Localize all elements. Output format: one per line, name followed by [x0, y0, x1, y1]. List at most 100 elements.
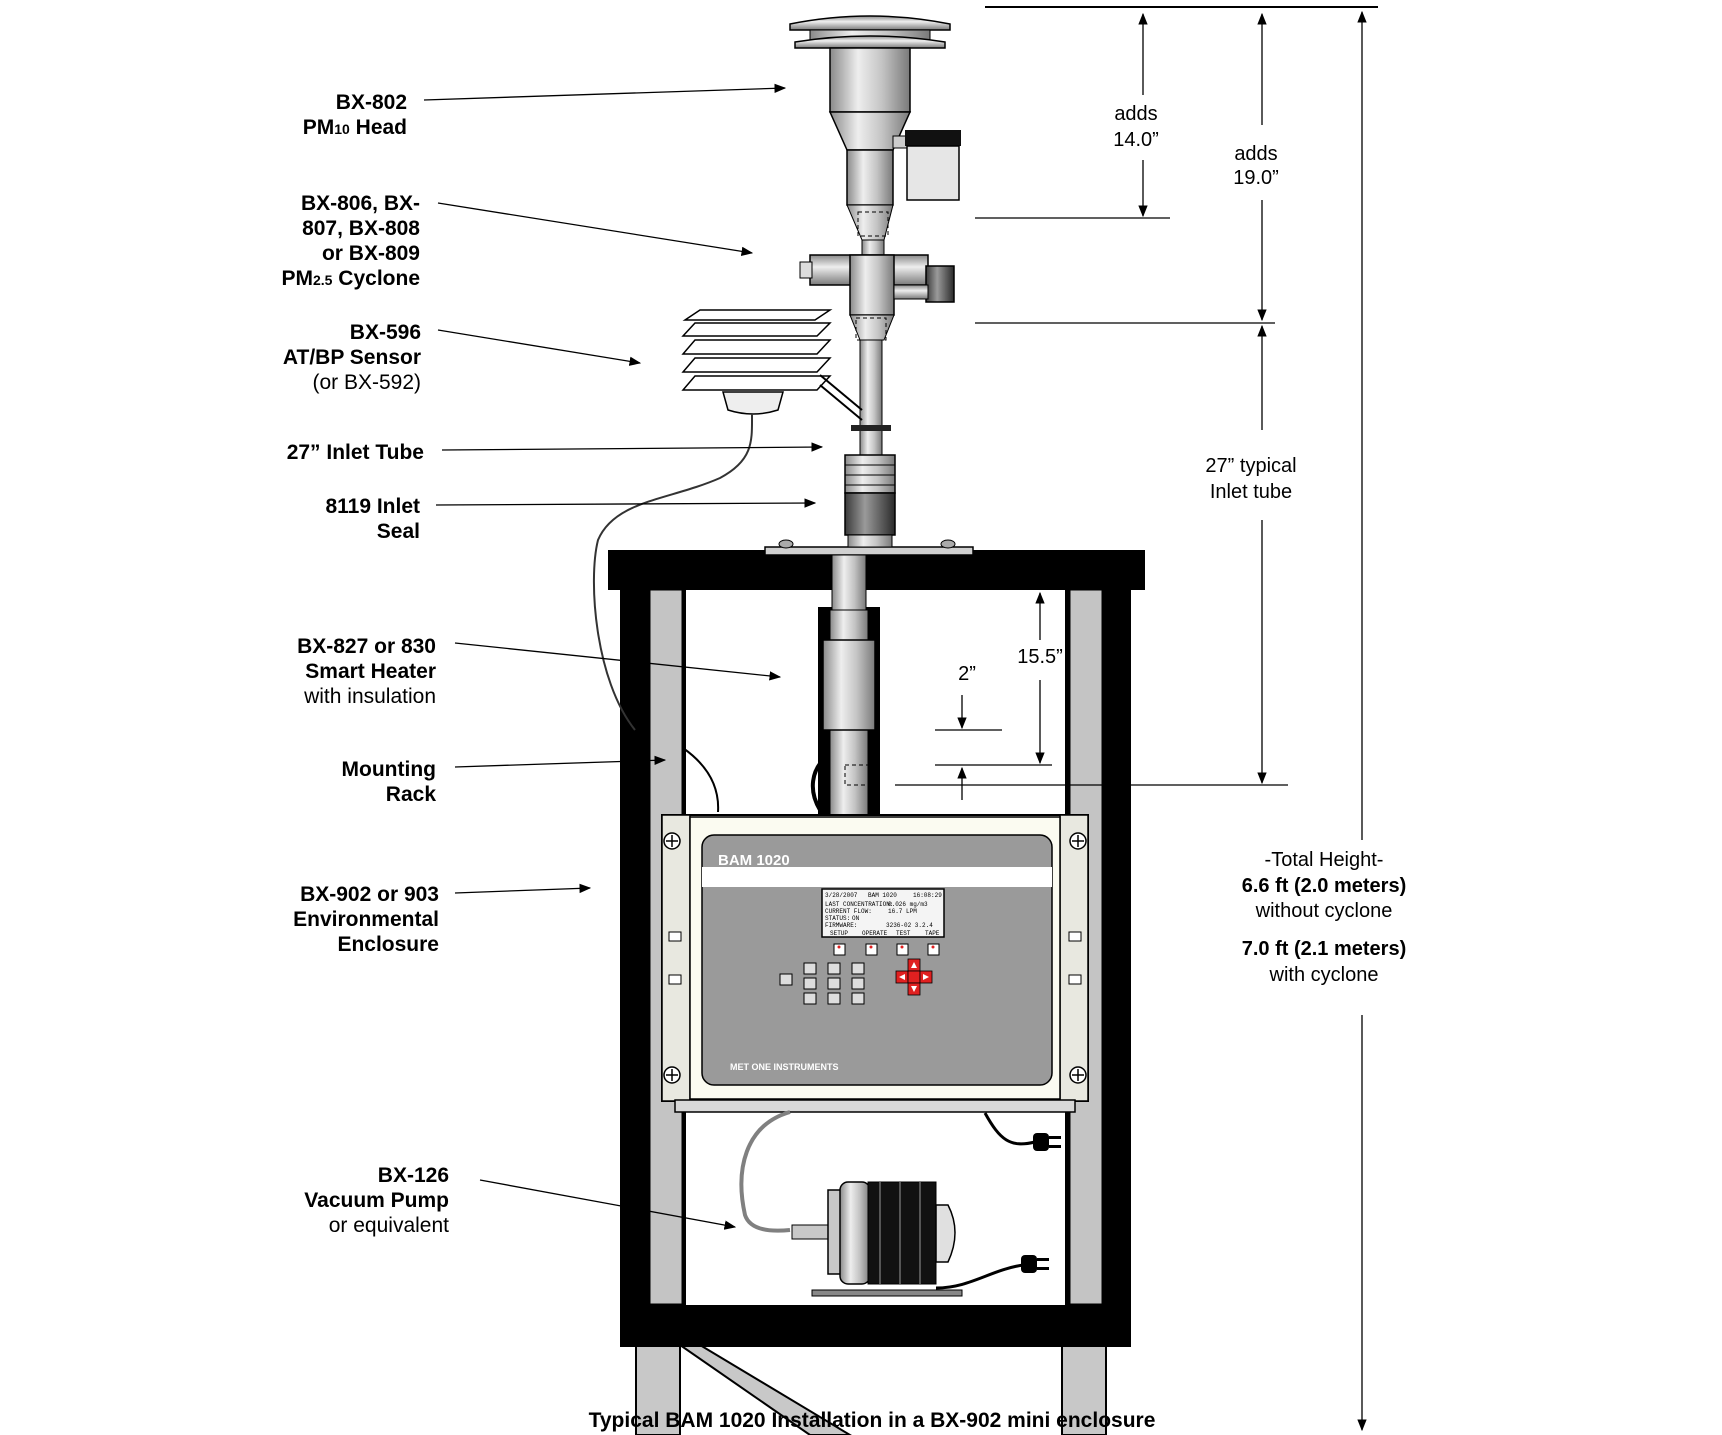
keypad-key[interactable] [803, 962, 817, 975]
arrow-center-key[interactable] [907, 970, 921, 984]
label-cyclone-line3: or BX-809 [322, 242, 420, 265]
label-pump-line1: BX-126 [378, 1164, 449, 1187]
dim-total-height: -Total Height- 6.6 ft (2.0 meters) witho… [1242, 849, 1407, 986]
label-heater-line2: Smart Heater [305, 660, 436, 683]
label-enclosure-line3: Enclosure [337, 933, 439, 956]
label-pm10-head-line1: BX-802 [336, 91, 407, 114]
soft-key-3[interactable] [896, 943, 909, 956]
atbp-sensor [592, 309, 863, 813]
dim-adds-14-line1: adds [1114, 103, 1157, 125]
dim-15-5: 15.5” [1017, 646, 1063, 668]
label-inlet-tube: 27” Inlet Tube [287, 441, 424, 464]
screen-flow-value: 16.7 LPM [888, 908, 917, 915]
soft-key-label-2: OPERATE [862, 930, 888, 937]
soft-key-1-led-icon [837, 945, 841, 949]
label-enclosure: BX-902 or 903 Environmental Enclosure [293, 883, 439, 956]
label-sensor-line2: AT/BP Sensor [283, 346, 421, 369]
screen-status-label: STATUS: [825, 915, 850, 922]
soft-key-4[interactable] [927, 943, 940, 956]
soft-key-label-4: TAPE [925, 930, 940, 937]
arrow-right-icon [923, 974, 929, 980]
dim-typical-inlet: 27” typical Inlet tube [1205, 455, 1296, 503]
dim-adds-19: adds 19.0” [1233, 143, 1279, 189]
label-pm10-head-line2: PM10 Head [303, 116, 407, 139]
soft-key-1[interactable] [833, 943, 846, 956]
label-rack-line1: Mounting [342, 758, 436, 781]
pm10-head [789, 15, 961, 241]
dim-adds-14: adds 14.0” [1113, 103, 1159, 151]
instrument-power-cord [983, 1112, 1061, 1151]
screen-status-value: ON [852, 915, 860, 922]
dim-total-line4: 7.0 ft (2.1 meters) [1242, 938, 1407, 960]
arrow-up-icon [911, 962, 917, 968]
label-pump: BX-126 Vacuum Pump or equivalent [304, 1164, 449, 1237]
dim-adds-19-line2: 19.0” [1233, 167, 1279, 189]
label-heater: BX-827 or 830 Smart Heater with insulati… [297, 635, 436, 708]
label-inlet-seal-line1: 8119 Inlet [325, 495, 420, 518]
label-inlet-seal: 8119 Inlet Seal [325, 495, 420, 543]
keypad-key[interactable] [779, 973, 793, 986]
keypad-key[interactable] [803, 992, 817, 1005]
label-cyclone-line2: 807, BX-808 [302, 217, 420, 240]
figure-caption: Typical BAM 1020 Installation in a BX-90… [589, 1409, 1156, 1432]
label-sensor-line1: BX-596 [350, 321, 421, 344]
dim-total-line2: 6.6 ft (2.0 meters) [1242, 875, 1407, 897]
label-pump-line3: or equivalent [329, 1214, 449, 1237]
stand-legs [635, 1344, 1107, 1435]
label-enclosure-line1: BX-902 or 903 [300, 883, 439, 906]
instrument-model: BAM 1020 [718, 852, 790, 869]
label-enclosure-line2: Environmental [293, 908, 439, 931]
label-sensor: BX-596 AT/BP Sensor (or BX-592) [283, 321, 421, 394]
keypad-key[interactable] [803, 977, 817, 990]
soft-key-label-3: TEST [896, 930, 911, 937]
leader-arrows [423, 83, 824, 1230]
dim-adds-19-line1: adds [1234, 143, 1277, 165]
numeric-keypad [779, 962, 865, 1005]
screen-fw-value: 3236-02 3.2.4 [886, 922, 933, 929]
bam1020-instrument: BAM 1020 MET ONE INSTRUMENTS 3/28/2007 B… [661, 814, 1089, 1113]
keypad-key[interactable] [851, 962, 865, 975]
screen-flow-label: CURRENT FLOW: [825, 908, 872, 915]
screen-date: 3/28/2007 [825, 892, 858, 899]
soft-key-2-led-icon [869, 945, 873, 949]
soft-key-2[interactable] [865, 943, 878, 956]
label-cyclone: BX-806, BX- 807, BX-808 or BX-809 PM2.5 … [282, 192, 421, 290]
label-inlet-seal-line2: Seal [377, 520, 420, 543]
dim-typical-line1: 27” typical [1205, 455, 1296, 477]
keypad-key[interactable] [851, 992, 865, 1005]
label-cyclone-line4: PM2.5 Cyclone [282, 267, 421, 290]
instrument-brand: MET ONE INSTRUMENTS [730, 1062, 839, 1072]
screen-time: 16:08:29 [913, 892, 942, 899]
arrow-keypad [895, 958, 933, 996]
label-inlet-tube-line1: 27” Inlet Tube [287, 441, 424, 464]
soft-key-label-1: SETUP [830, 930, 848, 937]
label-cyclone-line1: BX-806, BX- [301, 192, 420, 215]
screen-fw-label: FIRMWARE: [825, 922, 857, 929]
inlet-seal [844, 492, 896, 548]
soft-key-3-led-icon [900, 945, 904, 949]
mounting-rack [608, 550, 1145, 1347]
arrow-down-icon [911, 986, 917, 992]
label-rack-line2: Rack [386, 783, 437, 806]
keypad-key[interactable] [827, 992, 841, 1005]
keypad-key[interactable] [851, 977, 865, 990]
screen-conc-value: 0.026 mg/m3 [888, 901, 928, 908]
keypad-key[interactable] [827, 977, 841, 990]
arrow-left-icon [899, 974, 905, 980]
label-pump-line2: Vacuum Pump [304, 1189, 449, 1212]
soft-key-4-led-icon [931, 945, 935, 949]
pm25-cyclone [799, 239, 955, 341]
smart-heater [810, 554, 880, 817]
label-sensor-line3: (or BX-592) [312, 371, 421, 394]
dim-adds-14-line2: 14.0” [1113, 129, 1159, 151]
dim-total-line5: with cyclone [1269, 964, 1379, 986]
dim-typical-line2: Inlet tube [1210, 481, 1292, 503]
screen-conc-label: LAST CONCENTRATION: [825, 901, 893, 908]
label-heater-line3: with insulation [303, 685, 436, 708]
keypad-key[interactable] [827, 962, 841, 975]
label-heater-line1: BX-827 or 830 [297, 635, 436, 658]
inlet-tube [844, 339, 896, 494]
dim-total-line3: without cyclone [1255, 900, 1393, 922]
label-pm10-head: BX-802 PM10 Head [303, 91, 407, 139]
